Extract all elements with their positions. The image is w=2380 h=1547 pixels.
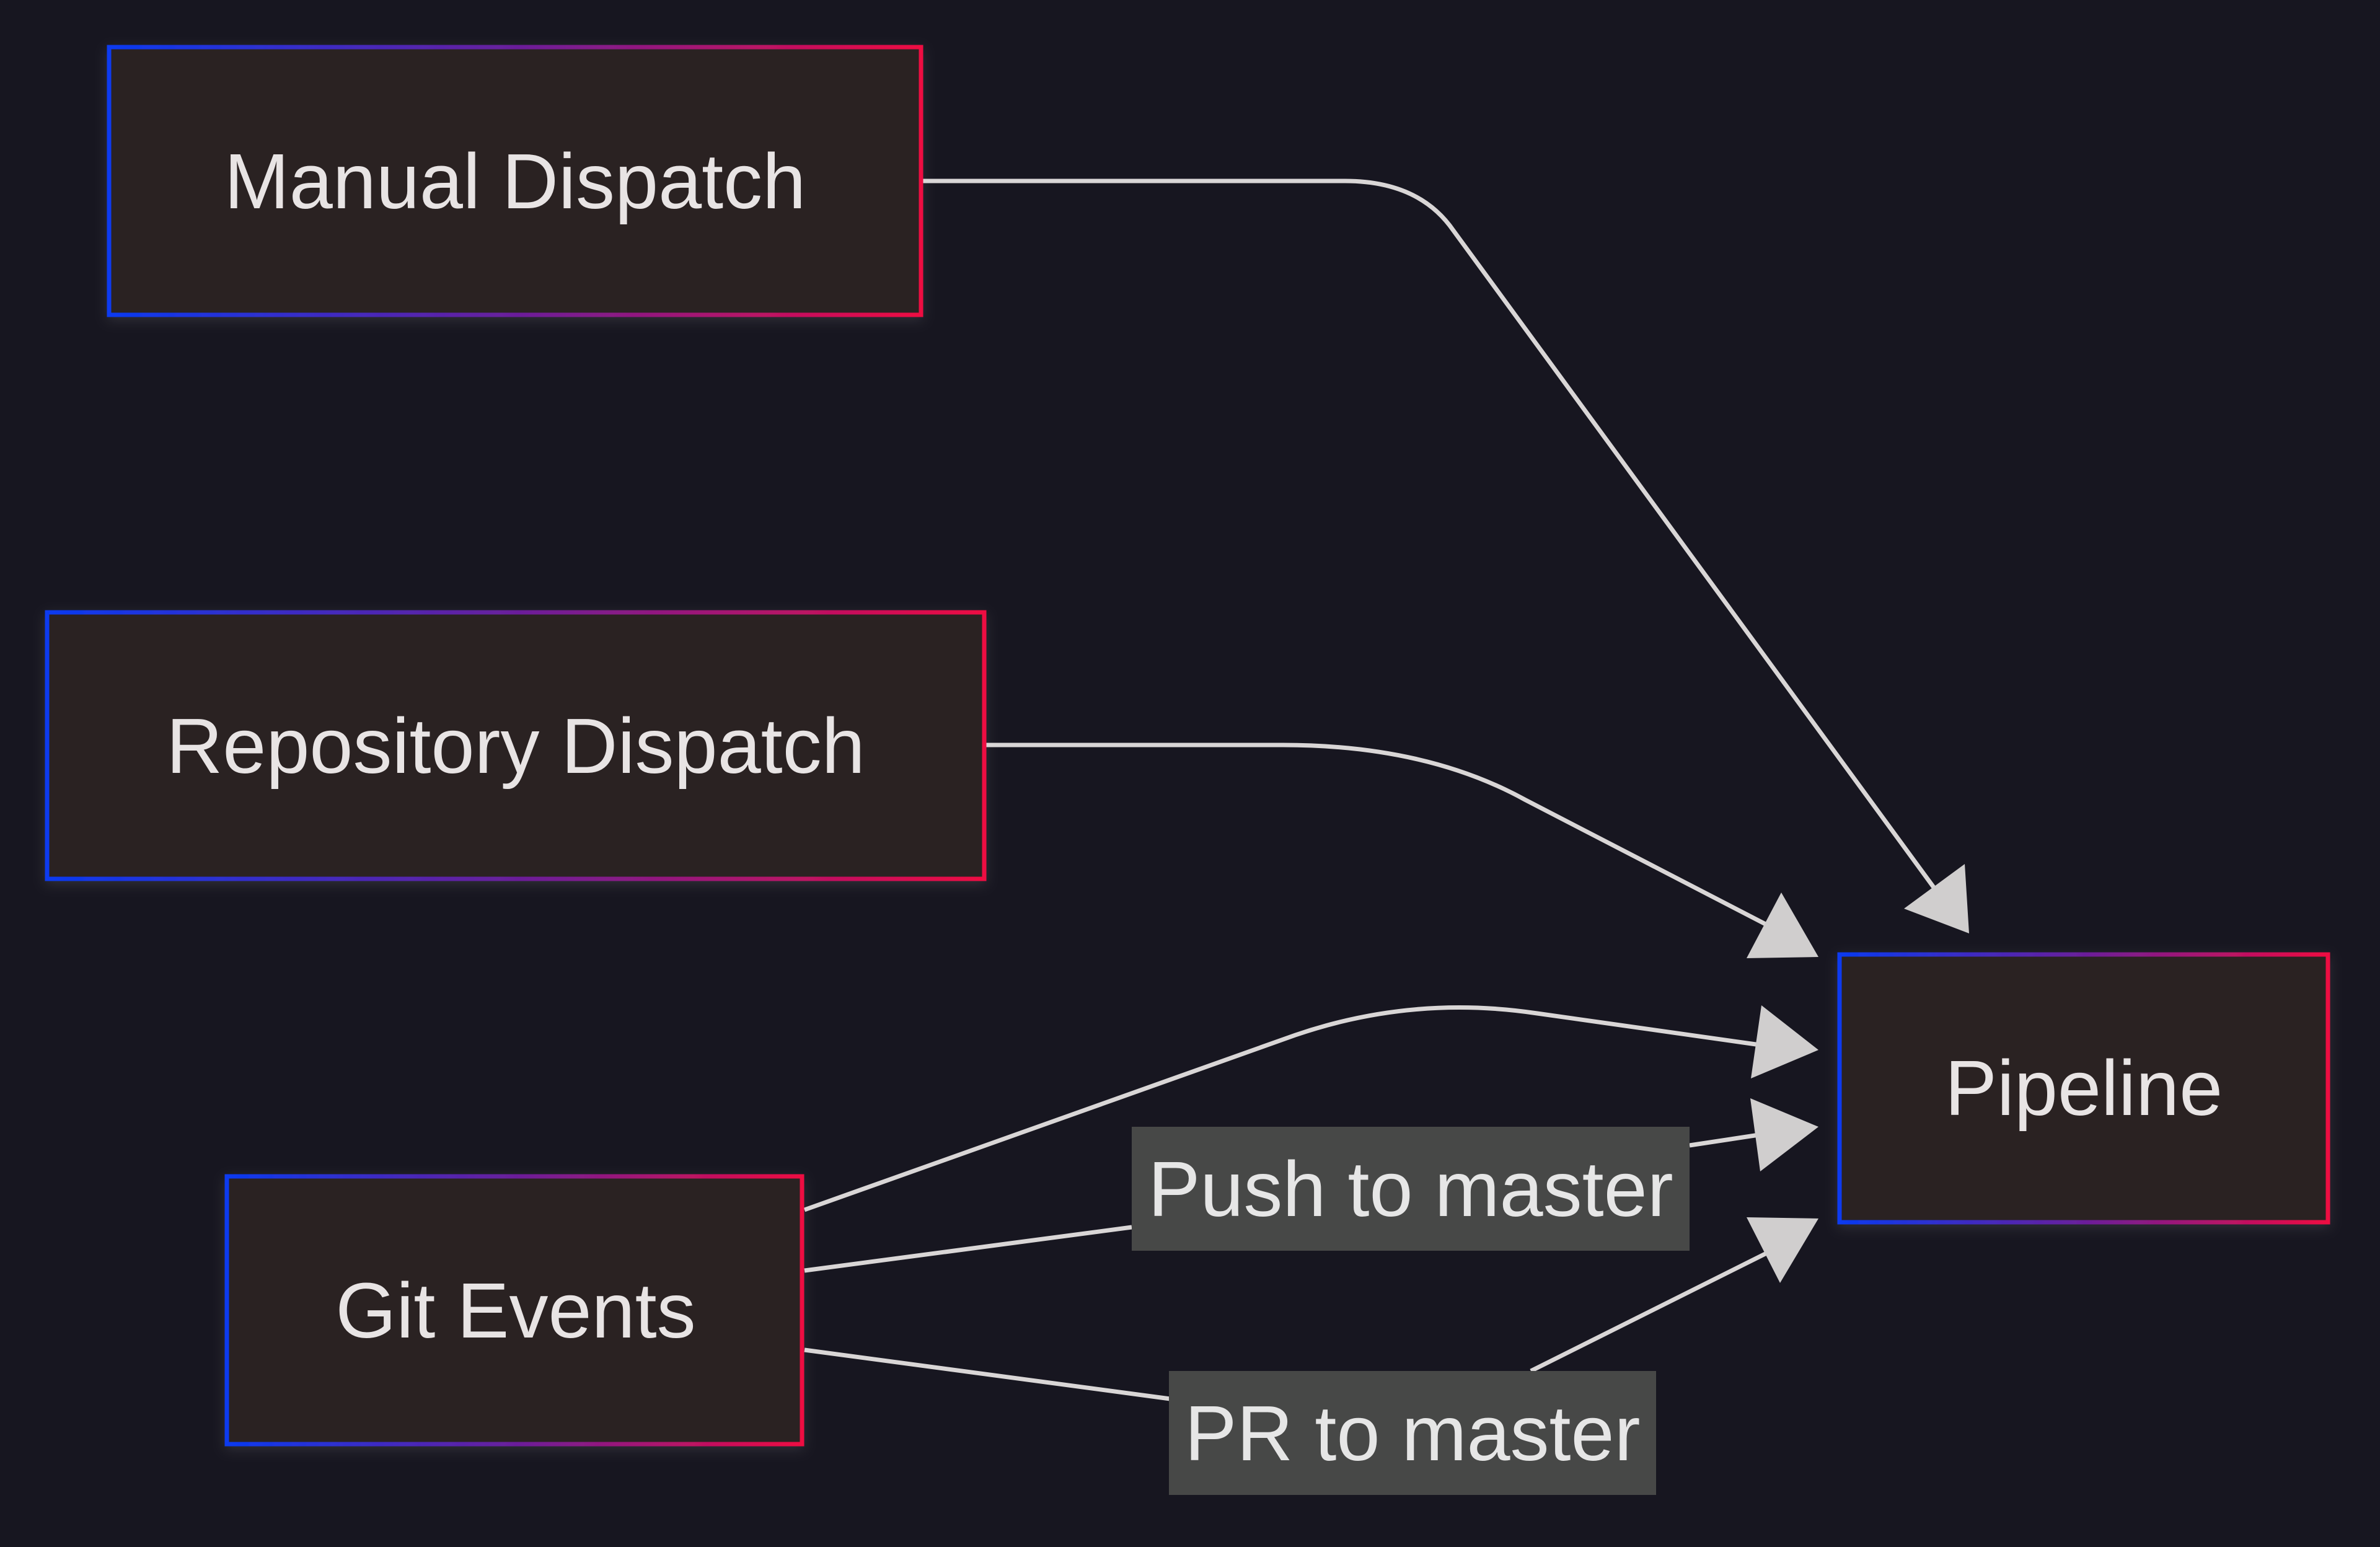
edge-manual-to-pipeline: [922, 178, 1939, 894]
node-pipeline-box[interactable]: [1837, 952, 2330, 1225]
edge-label-push-bg: [1132, 1127, 1690, 1251]
node-manual-dispatch-box[interactable]: [107, 45, 923, 317]
edge-push-to-master: [804, 1132, 1760, 1273]
node-repository-dispatch-box[interactable]: [45, 610, 987, 881]
node-git-events-label: Git Events: [335, 1267, 695, 1354]
node-git-events-box[interactable]: [224, 1174, 804, 1447]
edge-label-pr: PR to master: [1169, 1371, 1656, 1495]
edge-label-pr-bg: [1169, 1371, 1656, 1495]
node-manual-dispatch-label: Manual Dispatch: [224, 138, 806, 225]
edge-label-push: Push to master: [1132, 1127, 1690, 1251]
edge-label-pr-text: PR to master: [1184, 1390, 1640, 1477]
arrowhead-pr: [1747, 1217, 1818, 1283]
arrowhead-push: [1750, 1098, 1818, 1171]
edges: [803, 178, 1969, 1401]
edge-label-push-text: Push to master: [1148, 1145, 1673, 1233]
edge-repository-to-pipeline: [985, 743, 1775, 931]
arrowhead-git-direct: [1751, 1005, 1818, 1078]
arrowhead-manual: [1904, 864, 1969, 933]
edge-git-to-pipeline-direct: [803, 1005, 1761, 1212]
edge-pr-to-master: [804, 1247, 1775, 1401]
arrowhead-repository: [1747, 892, 1818, 958]
node-repository-dispatch[interactable]: Repository Dispatch: [45, 610, 987, 881]
node-manual-dispatch[interactable]: Manual Dispatch: [107, 45, 923, 317]
node-pipeline[interactable]: Pipeline: [1837, 952, 2330, 1225]
node-git-events[interactable]: Git Events: [224, 1174, 804, 1447]
node-pipeline-label: Pipeline: [1945, 1044, 2223, 1132]
node-repository-dispatch-label: Repository Dispatch: [166, 702, 865, 790]
